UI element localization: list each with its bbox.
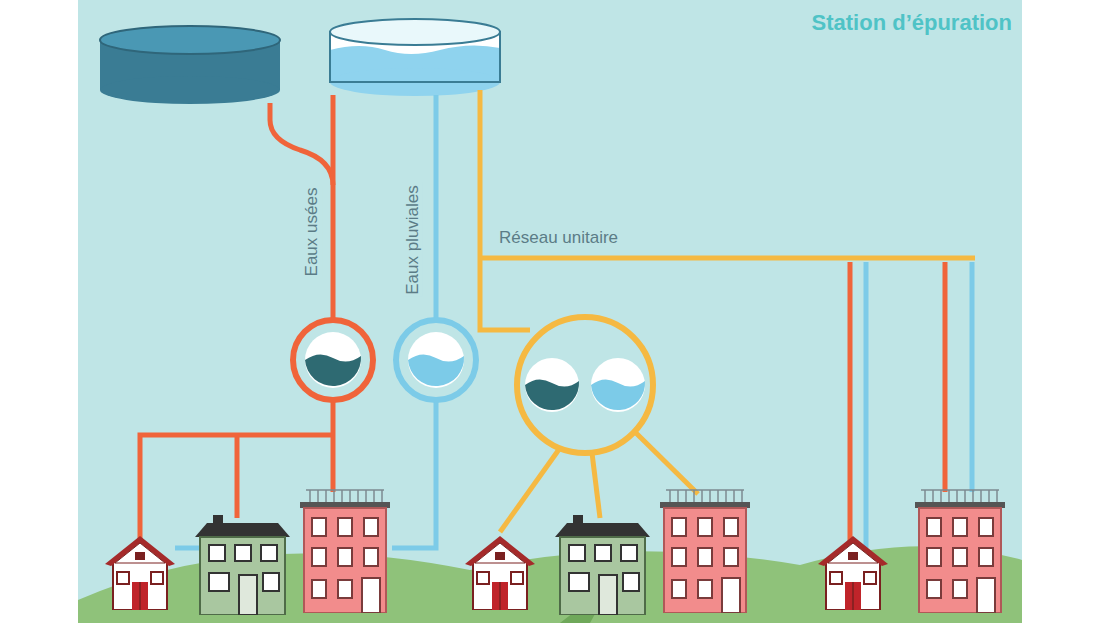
diagram-title: Station d’épuration xyxy=(812,10,1012,36)
pipe-label: Eaux usées xyxy=(302,186,322,279)
pipe-label: Réseau unitaire xyxy=(497,228,620,248)
pipe-label: Eaux pluviales xyxy=(403,183,423,297)
